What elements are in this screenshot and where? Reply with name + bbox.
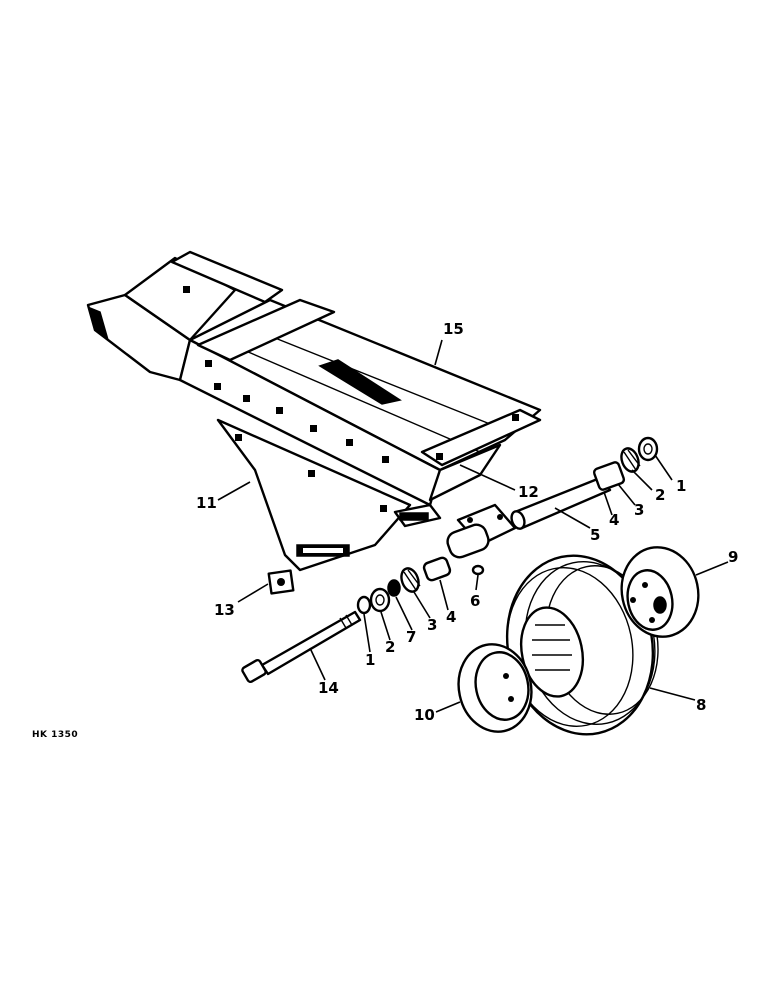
callout-6: 6 xyxy=(470,592,480,610)
axle-tube xyxy=(510,476,612,530)
callout-4-right: 4 xyxy=(609,511,619,529)
side-plate xyxy=(216,418,412,572)
left-bearing-set xyxy=(356,556,452,615)
drawing-code: HK 1350 xyxy=(32,730,78,740)
axle-bolt xyxy=(241,610,362,684)
callout-10: 10 xyxy=(414,706,435,724)
square-nut xyxy=(267,569,295,595)
spindle-hub xyxy=(446,503,517,576)
callout-5: 5 xyxy=(590,526,600,544)
frame-assembly xyxy=(86,250,542,507)
inner-wheel-half xyxy=(457,643,533,733)
callout-11: 11 xyxy=(196,494,217,512)
slotted-bracket xyxy=(393,503,442,528)
callout-8: 8 xyxy=(696,696,706,714)
leader-lines xyxy=(217,339,729,713)
callouts: 15 12 11 1 2 3 4 5 6 4 3 7 2 1 13 14 9 8… xyxy=(196,320,738,724)
callout-7: 7 xyxy=(406,628,416,646)
callout-14: 14 xyxy=(318,679,339,697)
callout-9: 9 xyxy=(728,548,738,566)
outer-wheel-half xyxy=(620,546,700,638)
callout-3-left: 3 xyxy=(427,616,437,634)
callout-1-right: 1 xyxy=(676,477,686,495)
callout-12: 12 xyxy=(518,483,539,501)
callout-15: 15 xyxy=(443,320,464,338)
callout-13: 13 xyxy=(214,601,235,619)
callout-2-left: 2 xyxy=(385,638,395,656)
callout-2-right: 2 xyxy=(655,486,665,504)
callout-4-left: 4 xyxy=(446,608,456,626)
callout-1-left: 1 xyxy=(365,651,375,669)
callout-3-right: 3 xyxy=(634,501,644,519)
right-bearing-set xyxy=(592,436,659,491)
